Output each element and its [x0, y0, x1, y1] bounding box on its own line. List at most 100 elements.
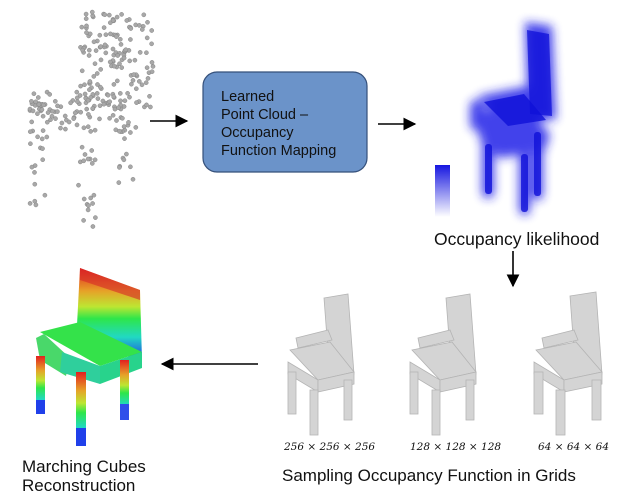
point-cloud-point [72, 110, 78, 116]
point-cloud-point [83, 16, 89, 22]
point-cloud-point [149, 41, 154, 47]
point-cloud-point [30, 108, 36, 114]
point-cloud-point [75, 99, 80, 104]
point-cloud-point [45, 110, 51, 115]
point-cloud-point [82, 82, 87, 87]
point-cloud-point [86, 112, 91, 117]
point-cloud-point [145, 19, 150, 25]
point-cloud-point [129, 81, 134, 87]
point-cloud-point [141, 12, 147, 18]
point-cloud-point [144, 65, 150, 70]
point-cloud-point [49, 113, 55, 119]
point-cloud-point [98, 57, 104, 63]
occupancy-likelihood-chair [470, 22, 556, 215]
point-cloud-point [149, 60, 155, 65]
point-cloud-point [95, 96, 101, 101]
point-cloud-point [41, 102, 46, 108]
point-cloud-point [98, 44, 103, 49]
point-cloud-point [98, 67, 103, 72]
point-cloud-point [53, 116, 58, 121]
point-cloud-point [118, 37, 123, 42]
point-cloud-point [115, 78, 120, 84]
point-cloud-point [59, 120, 65, 126]
point-cloud-point [123, 47, 129, 53]
point-cloud-point [128, 26, 134, 31]
point-cloud-point [79, 24, 85, 30]
point-cloud-point [119, 12, 124, 17]
point-cloud-point [36, 95, 41, 100]
point-cloud-point [128, 130, 133, 135]
mapping-box-label: Learned Point Cloud – Occupancy Function… [205, 74, 365, 170]
point-cloud-point [121, 157, 127, 163]
point-cloud-point [27, 129, 33, 134]
reconstruction-caption: Reconstruction [22, 476, 136, 495]
point-cloud-point [84, 106, 89, 112]
point-cloud-point [147, 94, 152, 99]
point-cloud-point [107, 99, 112, 104]
point-cloud-point [127, 94, 132, 100]
point-cloud-point [58, 125, 63, 131]
point-cloud-point [114, 34, 119, 39]
point-cloud-point [78, 83, 83, 89]
point-cloud-point [91, 39, 97, 45]
point-cloud-point [107, 12, 112, 18]
reconstructed-chair [36, 268, 142, 446]
point-cloud-point [103, 32, 109, 38]
point-cloud-point [50, 108, 55, 114]
point-cloud-point [82, 152, 88, 157]
point-cloud-point [102, 42, 108, 48]
point-cloud-point [31, 91, 37, 96]
point-cloud-point [97, 116, 102, 122]
likelihood-color-scale [435, 165, 450, 217]
point-cloud-point [121, 124, 127, 129]
point-cloud-point [107, 59, 113, 65]
point-cloud-point [134, 100, 139, 105]
point-cloud-point [101, 101, 107, 107]
point-cloud-point [149, 69, 155, 74]
point-cloud-point [92, 157, 98, 163]
point-cloud-point [92, 127, 98, 133]
point-cloud-point [85, 156, 91, 162]
point-cloud-point [40, 113, 46, 119]
point-cloud-point [118, 98, 123, 104]
point-cloud-point [36, 102, 42, 107]
point-cloud-point [76, 182, 81, 188]
point-cloud-point [84, 30, 89, 35]
point-cloud-point [77, 93, 83, 98]
point-cloud-point [93, 215, 98, 220]
grid-chair-128 [409, 293, 477, 436]
point-cloud-point [131, 72, 137, 77]
point-cloud-point [40, 157, 46, 162]
point-cloud-point [66, 119, 72, 125]
point-cloud-point [92, 61, 98, 67]
point-cloud-point [85, 207, 91, 213]
point-cloud-point [111, 63, 117, 69]
point-cloud-point [81, 158, 86, 164]
sampling-caption: Sampling Occupancy Function in Grids [282, 466, 576, 485]
point-cloud-point [136, 23, 142, 28]
point-cloud-point [40, 128, 46, 133]
point-cloud-point [93, 48, 99, 53]
point-cloud-point [117, 128, 122, 134]
resolution-64-label: 64 × 64 × 64 [538, 441, 610, 453]
point-cloud-point [27, 201, 33, 206]
point-cloud-point [32, 181, 38, 187]
point-cloud-point [139, 27, 145, 32]
point-cloud-point [118, 42, 124, 47]
point-cloud-point [103, 50, 109, 56]
point-cloud-point [88, 195, 93, 201]
point-cloud-point [84, 23, 89, 29]
point-cloud-point [83, 11, 89, 17]
point-cloud-point [53, 99, 58, 104]
resolution-128-label: 128 × 128 × 128 [410, 441, 502, 453]
mapping-line-4: Function Mapping [221, 143, 337, 159]
point-cloud-point [87, 47, 92, 53]
point-cloud-point [144, 50, 149, 56]
mapping-line-2: Point Cloud – [221, 107, 309, 123]
point-cloud-point [117, 165, 122, 170]
point-cloud-point [89, 148, 94, 153]
point-cloud-point [40, 146, 45, 151]
point-cloud-point [55, 103, 60, 109]
point-cloud-point [114, 14, 120, 20]
